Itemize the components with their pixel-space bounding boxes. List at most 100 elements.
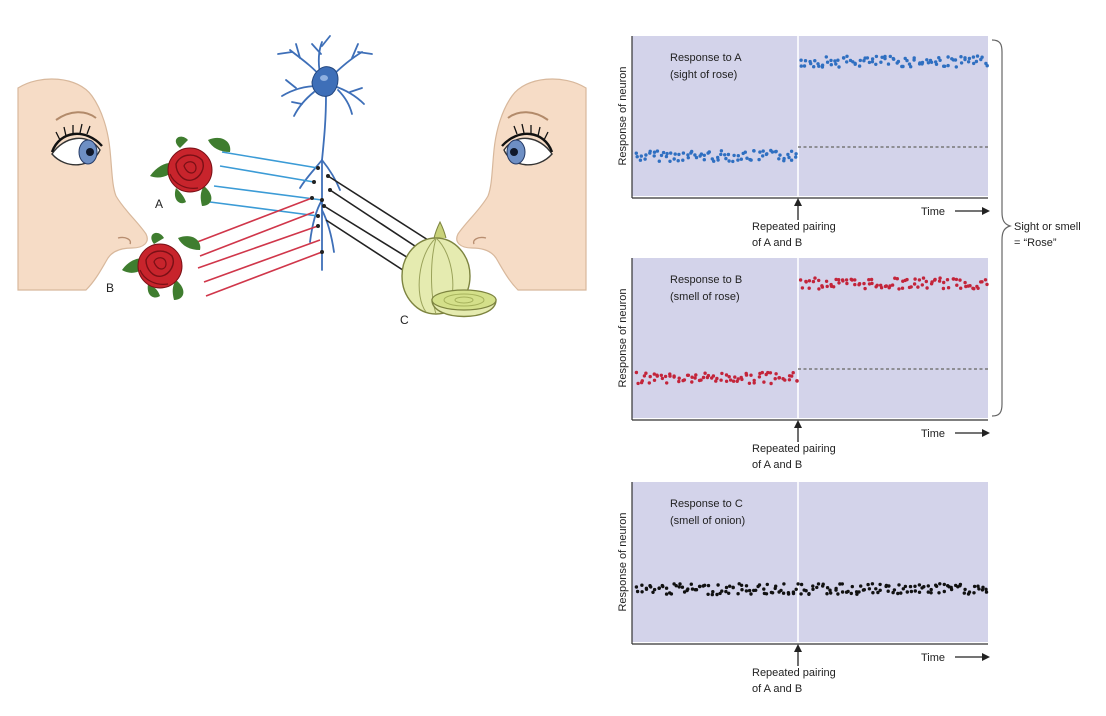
spike-dot <box>715 376 719 381</box>
spike-dot <box>840 278 845 282</box>
spike-dot <box>836 592 840 596</box>
spike-dot <box>870 57 875 61</box>
spike-dot <box>921 276 926 280</box>
spike-dot <box>813 276 817 280</box>
spike-dot <box>850 278 854 282</box>
panel-title-line2: (smell of onion) <box>670 515 745 527</box>
spike-dot <box>951 277 955 281</box>
synapse-dots <box>310 166 332 254</box>
spike-dot <box>867 587 872 591</box>
spike-dot <box>635 589 640 594</box>
spike-dot <box>963 57 967 62</box>
rose-b-icon <box>122 232 201 300</box>
spike-dot <box>840 590 845 594</box>
spike-dot <box>985 63 989 68</box>
curly-brace-icon <box>991 39 1012 417</box>
spike-dot <box>985 282 989 287</box>
spike-dot <box>777 376 781 380</box>
spike-dot <box>749 373 753 377</box>
spike-dot <box>711 590 715 594</box>
spike-dot <box>979 57 983 62</box>
spike-dot <box>815 585 819 590</box>
spike-dot <box>859 584 863 588</box>
spike-dot <box>972 584 977 589</box>
blue-fibers <box>209 151 323 217</box>
spike-dot <box>825 586 830 590</box>
spike-dot <box>874 62 878 66</box>
spike-dot <box>983 278 988 282</box>
spike-dot <box>929 587 933 592</box>
spike-dot <box>867 278 871 282</box>
time-arrow-icon <box>955 653 990 661</box>
spike-dot <box>773 586 777 591</box>
spike-dot <box>676 159 680 163</box>
spike-dot <box>849 591 853 596</box>
spike-dot <box>644 586 649 590</box>
spike-dot <box>837 281 841 285</box>
response-panel-c: Response to C (smell of onion) Response … <box>617 482 990 695</box>
spike-dot <box>870 582 875 586</box>
spike-dot <box>966 284 970 288</box>
spike-dot <box>879 60 883 64</box>
spike-dot <box>916 285 920 289</box>
spike-dot <box>739 375 743 380</box>
spike-dot <box>716 155 720 160</box>
spike-dot <box>946 286 951 290</box>
spike-dot <box>962 591 966 595</box>
spike-dot <box>727 159 731 163</box>
time-arrow-icon <box>955 429 990 437</box>
spike-dot <box>888 284 892 288</box>
spike-dot <box>789 158 794 162</box>
pairing-annotation-line2: of A and B <box>752 459 802 471</box>
spike-dot <box>724 373 729 377</box>
spike-dot <box>972 287 976 291</box>
spike-dot <box>648 374 652 379</box>
spike-dot <box>903 584 908 589</box>
spike-dot <box>811 584 815 588</box>
spike-dot <box>845 54 849 58</box>
spike-dot <box>942 589 946 594</box>
spike-dot <box>639 154 643 158</box>
brace-note-line1: Sight or smell <box>1014 221 1081 233</box>
spike-dot <box>731 159 735 164</box>
spike-dot <box>680 585 685 589</box>
spike-dot <box>790 374 794 378</box>
spike-dot <box>972 591 976 595</box>
spike-dot <box>782 582 786 586</box>
spike-dot <box>634 585 639 589</box>
spike-dot <box>870 281 874 286</box>
spike-dot <box>896 591 900 596</box>
spike-dot <box>878 582 882 587</box>
spike-dot <box>796 582 800 586</box>
spike-dot <box>690 375 694 379</box>
spike-dot <box>874 285 878 289</box>
spike-dot <box>891 590 895 595</box>
right-face <box>456 78 587 291</box>
spike-dot <box>660 376 665 381</box>
spike-dot <box>729 378 733 382</box>
spike-dot <box>758 150 762 154</box>
spike-dot <box>761 154 765 158</box>
spike-dot <box>967 590 972 594</box>
spike-dot <box>682 590 687 594</box>
time-arrow-icon <box>955 207 990 215</box>
neuron-icon <box>277 35 373 271</box>
spike-dot <box>820 63 825 67</box>
spike-dot <box>880 55 884 59</box>
spike-dot <box>984 587 988 591</box>
spike-dot <box>980 588 985 592</box>
spike-dot <box>665 381 669 385</box>
spike-dot <box>736 154 740 158</box>
spike-dot <box>764 592 769 596</box>
pairing-annotation-line1: Repeated pairing <box>752 443 836 455</box>
spike-dot <box>787 155 791 160</box>
spike-dot <box>720 371 724 376</box>
spike-dot <box>697 378 702 383</box>
spike-dot <box>941 286 946 291</box>
y-axis-label: Response of neuron <box>617 288 629 387</box>
spike-dot <box>862 281 866 286</box>
spike-dot <box>718 591 722 596</box>
spike-dot <box>867 60 872 65</box>
spike-dot <box>723 153 727 157</box>
spike-dot <box>669 151 673 155</box>
